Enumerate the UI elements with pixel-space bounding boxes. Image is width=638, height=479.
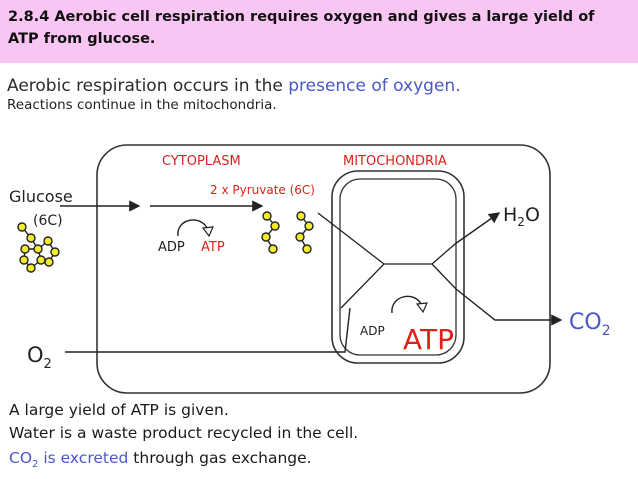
glucose-carbon-count: (6C) bbox=[33, 213, 63, 229]
title-banner: 2.8.4 Aerobic cell respiration requires … bbox=[0, 0, 638, 63]
co2-label-main: CO bbox=[569, 310, 602, 335]
intro-heading: Aerobic respiration occurs in the presen… bbox=[7, 76, 461, 96]
pyruvate-molecules bbox=[261, 211, 314, 254]
mitochondria-label: MITOCHONDRIA bbox=[343, 154, 447, 169]
intro-heading-text: Aerobic respiration occurs in the bbox=[7, 76, 289, 96]
glucose-molecule bbox=[17, 222, 60, 273]
oxygen-label-sub: 2 bbox=[44, 357, 52, 372]
mitochondria-atp-cycle-icon bbox=[391, 295, 423, 314]
co2-label: CO2 bbox=[569, 310, 611, 339]
atp-cytoplasm: ATP bbox=[201, 240, 225, 255]
mitochondria-inner bbox=[339, 178, 457, 356]
intro-subheading: Reactions continue in the mitochondria. bbox=[7, 97, 277, 113]
glucose-label: Glucose bbox=[9, 187, 73, 206]
co2-label-sub: 2 bbox=[602, 323, 611, 339]
slide-title-line-2: ATP from glucose. bbox=[8, 31, 156, 47]
summary-line-3: CO2 is excreted through gas exchange. bbox=[9, 449, 312, 470]
water-output-arrow bbox=[454, 212, 501, 245]
summary-line-3-co: CO bbox=[9, 449, 33, 467]
summary-line-1: A large yield of ATP is given. bbox=[9, 401, 229, 419]
co2-output-arrow bbox=[455, 288, 563, 326]
water-label-o: O bbox=[525, 204, 540, 226]
water-label-h: H bbox=[503, 204, 517, 226]
oxygen-input-line bbox=[65, 307, 351, 353]
cytoplasm-label: CYTOPLASM bbox=[162, 154, 241, 169]
adp-mitochondria: ADP bbox=[360, 324, 385, 338]
cell-outline bbox=[96, 144, 551, 394]
summary-line-2: Water is a waste product recycled in the… bbox=[9, 424, 359, 442]
summary-line-3-sub: 2 bbox=[32, 459, 39, 471]
intro-heading-accent: presence of oxygen. bbox=[288, 76, 461, 96]
water-label-sub: 2 bbox=[517, 215, 525, 229]
summary-line-3-excreted: is excreted bbox=[38, 449, 129, 467]
oxygen-label-main: O bbox=[27, 343, 44, 367]
cytoplasm-atp-cycle-icon bbox=[177, 219, 209, 237]
mitochondria-pathway-lines bbox=[317, 212, 457, 309]
slide-title-line-1: 2.8.4 Aerobic cell respiration requires … bbox=[8, 9, 595, 25]
mitochondria-outer bbox=[331, 170, 465, 364]
pyruvate-label: 2 x Pyruvate (6C) bbox=[210, 183, 315, 197]
oxygen-label: O2 bbox=[27, 343, 52, 372]
summary-line-3-rest: through gas exchange. bbox=[128, 449, 312, 467]
atp-mitochondria: ATP bbox=[403, 323, 454, 356]
adp-cytoplasm: ADP bbox=[158, 240, 185, 255]
water-label: H2O bbox=[503, 204, 540, 229]
